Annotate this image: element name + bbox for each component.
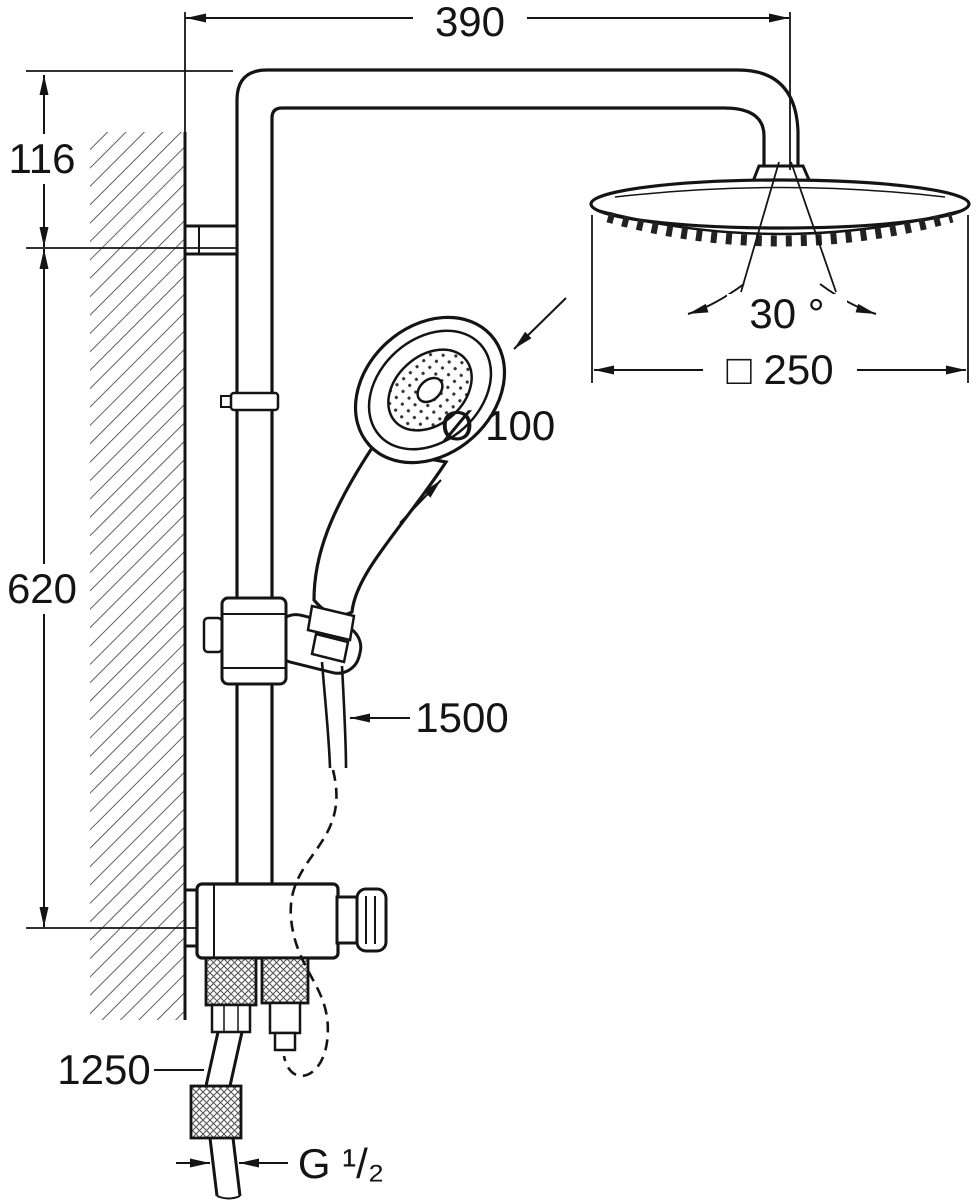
- dim-116-label: 116: [9, 135, 76, 182]
- wall-bracket: [183, 224, 239, 256]
- mixer-body: [195, 882, 340, 960]
- head-shower-rim: [595, 208, 965, 236]
- dim-g12-label: G ¹/₂: [298, 1140, 384, 1187]
- handle-connector-nut: [310, 632, 350, 664]
- dimension-1250: 1250: [57, 1046, 204, 1093]
- dim-30-label-bg: [727, 294, 847, 336]
- supply-connection-nut: [204, 956, 258, 1007]
- holder-clamp-knob: [202, 616, 224, 654]
- rail-joint: [220, 391, 280, 412]
- mixer-valve: [183, 882, 388, 1200]
- head-shower: [589, 164, 971, 247]
- diverter-neck: [335, 895, 360, 945]
- d100-arrow-upper: [513, 297, 567, 350]
- dim-1500-label: 1500: [415, 694, 508, 741]
- dimension-390: 390: [184, 0, 791, 170]
- supply-hex-fitting: [210, 1003, 252, 1034]
- dimension-30deg: 30 °: [687, 161, 877, 337]
- dim-250-label-bg: [703, 348, 857, 392]
- dim-116-label-bg: [4, 134, 82, 184]
- dim-30-label: 30 °: [749, 290, 824, 337]
- angle-line-right: [790, 161, 837, 293]
- holder-collar: [220, 596, 288, 686]
- handshower-hose-step: [273, 1031, 297, 1052]
- pipe-outer-line: [235, 68, 800, 884]
- shower-hose-dashed: [282, 769, 338, 1078]
- wall-hatch-area: [90, 132, 185, 1020]
- head-shower-top-detail: [614, 186, 946, 198]
- dimension-116-620: 116 620: [2, 70, 236, 929]
- bracket-body: [183, 224, 239, 256]
- dim-d100-label: Ø 100: [441, 402, 555, 449]
- angle-line-left: [740, 161, 780, 293]
- dim-1250-label: 1250: [57, 1046, 150, 1093]
- dimensions: 390 116 620 □ 250 30 °: [2, 0, 969, 1187]
- hand-shower: [306, 315, 507, 664]
- supply-hose-nut: [189, 1084, 243, 1140]
- dimension-1500: 1500: [350, 694, 509, 741]
- handle-connector-band: [306, 604, 356, 642]
- dim-620-label-bg: [2, 564, 84, 614]
- angle-arrow-right: [819, 283, 877, 315]
- bottom-hose-right-edge: [231, 1137, 242, 1197]
- dimension-d100: Ø 100: [399, 297, 567, 524]
- dimension-250: □ 250: [591, 215, 969, 393]
- shower-hose-solid-right: [340, 665, 348, 769]
- hand-shower-face: [353, 315, 507, 465]
- pipe-inner-line: [270, 106, 766, 884]
- wall-hatching: [90, 132, 187, 1020]
- dimension-g12: G ¹/₂: [176, 1140, 384, 1187]
- head-shower-top: [589, 178, 971, 230]
- hoses: [282, 661, 348, 1078]
- dim-390-label: 390: [435, 0, 505, 45]
- handshower-hose-nut: [260, 956, 310, 1005]
- rail-joint-sleeve: [229, 391, 280, 412]
- face-center-cap: [416, 376, 444, 404]
- head-shower-nozzles: [606, 211, 954, 247]
- handshower-hose-fitting: [268, 1001, 302, 1035]
- diverter-knob: [355, 887, 388, 953]
- bottom-hose-tip: [216, 1195, 241, 1200]
- shower-rail-and-arm: [235, 68, 800, 884]
- shower-hose-solid-left: [320, 661, 332, 769]
- dim-390-label-bg: [413, 0, 527, 42]
- bottom-hose-left-edge: [208, 1137, 219, 1197]
- angle-arrow-left: [687, 283, 745, 315]
- dim-620-label: 620: [7, 565, 77, 612]
- supply-hose-right-edge: [228, 1031, 244, 1087]
- dim-250-label: □ 250: [726, 346, 833, 393]
- d100-arrow-lower: [399, 479, 442, 524]
- supply-hose-left-edge: [204, 1031, 220, 1087]
